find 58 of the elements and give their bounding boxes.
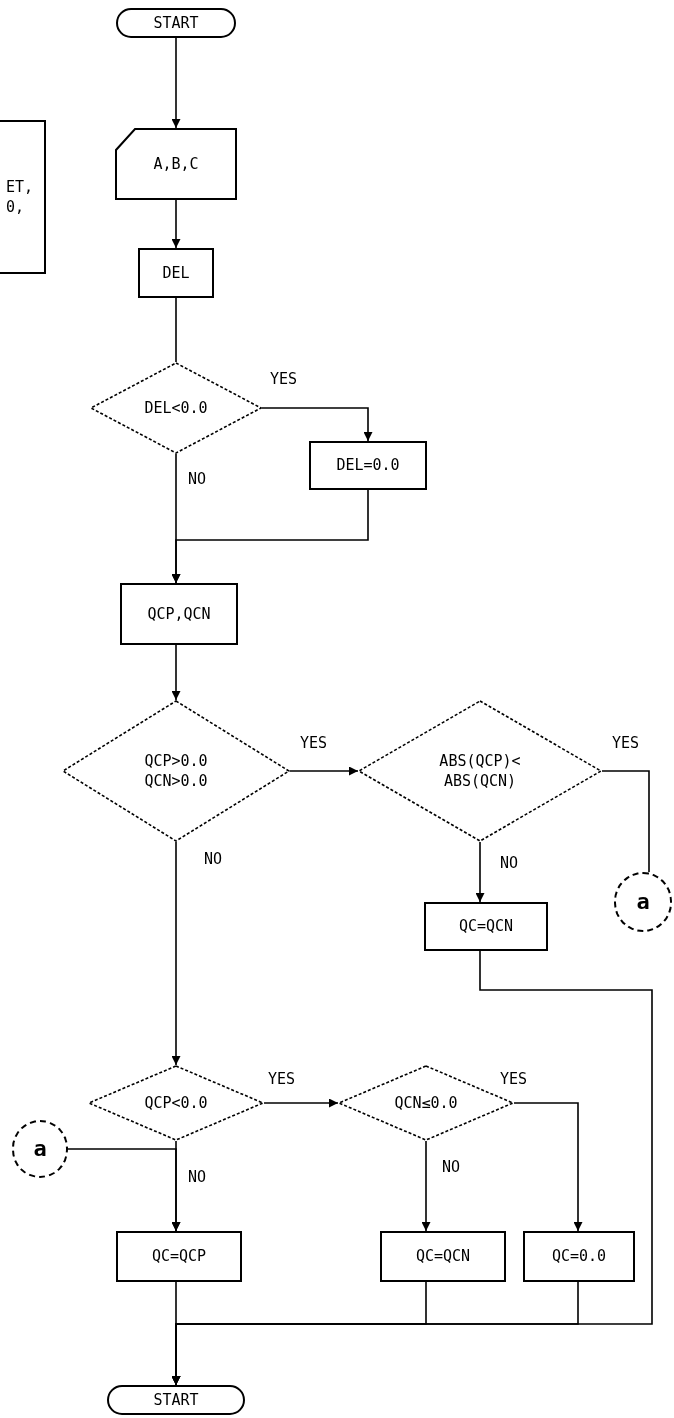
- node-text: QCP,QCN: [147, 603, 211, 625]
- node-text: QC=0.0: [551, 1246, 607, 1267]
- arrow: [171, 841, 181, 1066]
- arrow: [421, 1140, 431, 1232]
- node-text: a: [636, 888, 650, 917]
- node-text: QC=QCN: [415, 1246, 471, 1267]
- node-text: ET, 0,: [6, 177, 34, 216]
- decision-diamond: [88, 1065, 264, 1141]
- terminal-box: [116, 8, 236, 38]
- decision-diamond: [62, 700, 290, 842]
- process-box: [424, 902, 548, 951]
- terminal-box: [107, 1385, 245, 1415]
- arrow: [513, 1102, 583, 1232]
- node-text: QCP>0.0 QCN>0.0: [144, 751, 208, 790]
- arrow: [261, 407, 373, 442]
- edge-label: YES: [500, 1072, 528, 1087]
- decision-diamond: [358, 700, 602, 842]
- node-text: QC=QCP: [151, 1246, 207, 1267]
- decision-diamond: [90, 362, 262, 454]
- connector-line: [601, 770, 650, 873]
- arrow: [171, 1140, 181, 1232]
- node-text: ABS(QCP)< ABS(QCN): [439, 751, 521, 790]
- node-text: QCP<0.0: [144, 1093, 208, 1112]
- node-text: DEL: [162, 262, 190, 284]
- input-card: [115, 128, 237, 200]
- edge-label: NO: [442, 1160, 461, 1175]
- arrow: [171, 644, 181, 701]
- node-text: A,B,C: [153, 154, 199, 173]
- node-text: DEL<0.0: [144, 398, 208, 417]
- arrow: [263, 1098, 339, 1108]
- arrow: [289, 766, 359, 776]
- edge-label: YES: [268, 1072, 296, 1087]
- edge-label: YES: [612, 736, 640, 751]
- note-box: [0, 120, 46, 274]
- edge-label: NO: [188, 1170, 207, 1185]
- node-text: QC=QCN: [458, 916, 514, 937]
- node-text: DEL=0.0: [336, 455, 400, 476]
- edge-label: NO: [500, 856, 519, 871]
- node-text: START: [153, 12, 199, 34]
- node-text: START: [153, 1389, 199, 1411]
- arrow: [171, 489, 369, 584]
- edge-label: YES: [300, 736, 328, 751]
- node-text: a: [33, 1135, 47, 1164]
- arrow: [171, 1281, 579, 1386]
- node-text: QCN≤0.0: [394, 1093, 458, 1112]
- process-box: [380, 1231, 506, 1282]
- process-box: [309, 441, 427, 490]
- edge-label: NO: [204, 852, 223, 867]
- process-box: [523, 1231, 635, 1282]
- process-box: [138, 248, 214, 298]
- edge-label: NO: [188, 472, 207, 487]
- connector-line: [175, 297, 177, 363]
- edge-label: YES: [270, 372, 298, 387]
- process-box: [120, 583, 238, 645]
- arrow: [475, 841, 485, 903]
- arrow: [171, 199, 181, 249]
- arrow: [171, 37, 181, 129]
- process-box: [116, 1231, 242, 1282]
